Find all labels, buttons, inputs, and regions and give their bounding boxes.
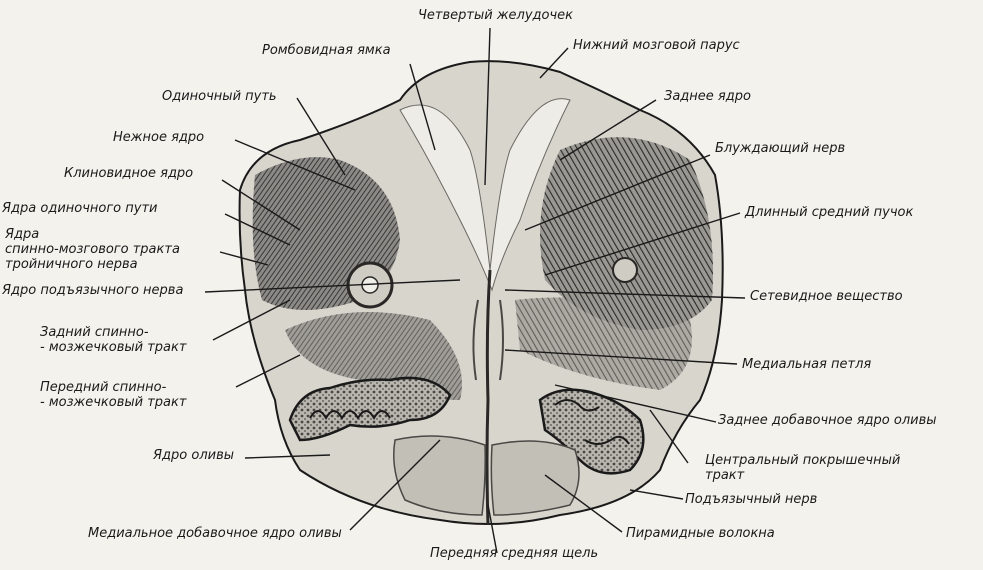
label-posterior-spinocerebellar-tract: Задний спинно- - мозжечковый тракт (40, 325, 186, 355)
label-cuneate-nucleus: Клиновидное ядро (64, 166, 193, 181)
pyramid-right (491, 441, 579, 515)
hypoglossal-nucleus-right (613, 258, 637, 282)
label-posterior-nucleus: Заднее ядро (664, 89, 751, 104)
label-inferior-medullary-velum: Нижний мозговой парус (573, 38, 740, 53)
label-central-tegmental-tract: Центральный покрышечный тракт (705, 453, 900, 483)
label-vagus-nerve: Блуждающий нерв (715, 141, 845, 156)
label-anterior-spinocerebellar-tract: Передний спинно- - мозжечковый тракт (40, 380, 186, 410)
label-pyramidal-fibers: Пирамидные волокна (626, 526, 775, 541)
label-medial-accessory-olive: Медиальное добавочное ядро оливы (88, 526, 342, 541)
label-medial-lemniscus: Медиальная петля (742, 357, 871, 372)
label-olive-nucleus: Ядро оливы (153, 448, 234, 463)
label-hypoglossal-nucleus: Ядро подъязычного нерва (2, 283, 183, 298)
label-dorsal-accessory-olive: Заднее добавочное ядро оливы (718, 413, 937, 428)
label-reticular-formation: Сетевидное вещество (750, 289, 903, 304)
label-anterior-median-fissure: Передняя средняя щель (430, 546, 598, 561)
label-gracile-nucleus: Нежное ядро (113, 130, 204, 145)
label-fourth-ventricle: Четвертый желудочек (418, 8, 573, 23)
label-rhomboid-fossa: Ромбовидная ямка (262, 43, 391, 58)
label-solitary-tract-nuclei: Ядра одиночного пути (2, 201, 157, 216)
label-spinal-trigeminal-nuclei: Ядра спинно-мозгового тракта тройничного… (5, 227, 180, 272)
label-solitary-tract: Одиночный путь (162, 89, 277, 104)
label-hypoglossal-nerve: Подъязычный нерв (685, 492, 817, 507)
label-medial-longitudinal-fasciculus: Длинный средний пучок (745, 205, 913, 220)
